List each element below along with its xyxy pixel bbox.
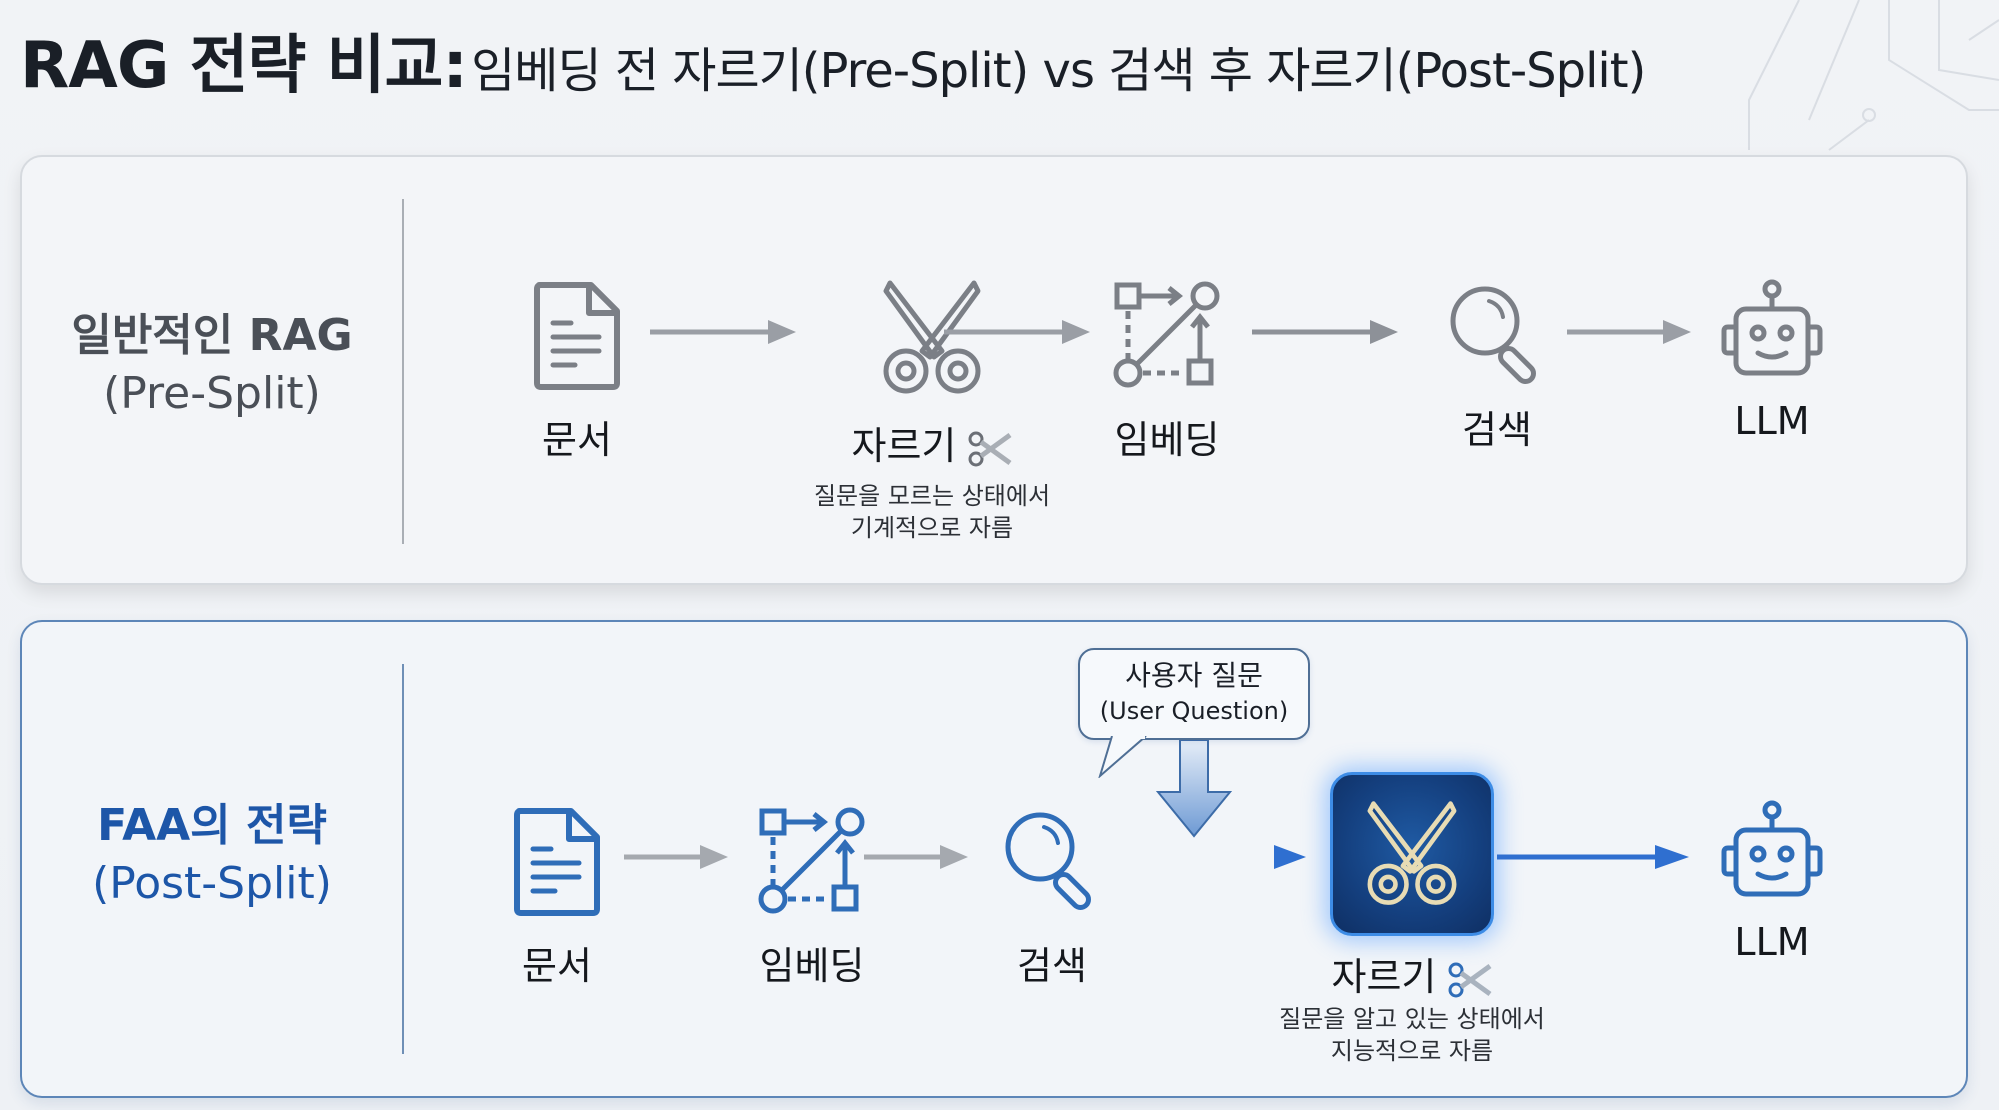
robot-icon xyxy=(1721,800,1823,897)
step-label: 임베딩 xyxy=(759,944,865,988)
user-question-bubble: 사용자 질문 (User Question) xyxy=(1078,648,1310,740)
pre-step-search: 검색 xyxy=(1422,279,1572,454)
user-question-title: 사용자 질문 xyxy=(1125,659,1263,692)
pre-split-title: 일반적인 RAG xyxy=(71,310,353,361)
post-step-cut: 자르기 질문을 알고 있는 상태에서 지능적으로 자름 xyxy=(1222,772,1602,1067)
pre-step-cut: 자르기 질문을 모르는 상태에서 기계적으로 자름 xyxy=(782,279,1082,544)
title-sub: 임베딩 전 자르기(Pre-Split) vs 검색 후 자르기(Post-Sp… xyxy=(471,43,1646,99)
step-desc: 질문을 알고 있는 상태에서 지능적으로 자름 xyxy=(1279,1005,1545,1065)
pre-step-document: 문서 xyxy=(502,279,652,464)
post-split-subtitle: (Post-Split) xyxy=(92,858,332,909)
divider xyxy=(402,664,404,1054)
step-label: 문서 xyxy=(542,418,612,462)
pre-split-label: 일반적인 RAG (Pre-Split) xyxy=(22,307,402,423)
document-icon xyxy=(514,808,600,916)
step-label: 임베딩 xyxy=(1114,418,1220,462)
arrow-right-icon xyxy=(864,845,968,869)
cut-highlight-box xyxy=(1330,772,1494,936)
embedding-icon xyxy=(758,807,865,914)
small-scissors-icon xyxy=(1448,962,1492,997)
post-step-search: 검색 xyxy=(977,805,1127,990)
post-split-title: FAA의 전략 xyxy=(97,800,327,851)
scissors-icon xyxy=(883,280,981,394)
post-step-embedding: 임베딩 xyxy=(737,805,887,990)
arrow-right-icon xyxy=(650,320,796,344)
step-label: 검색 xyxy=(1017,944,1087,988)
step-label: LLM xyxy=(1734,920,1810,964)
pre-step-embedding: 임베딩 xyxy=(1092,279,1242,464)
post-step-llm: LLM xyxy=(1702,800,1842,964)
arrow-right-icon xyxy=(1497,845,1689,869)
title-main: RAG 전략 비교: xyxy=(20,29,468,103)
user-question-subtitle: (User Question) xyxy=(1099,697,1289,725)
post-split-panel: FAA의 전략 (Post-Split) 문서 xyxy=(20,620,1968,1098)
step-label: 자르기 xyxy=(1222,946,1602,1001)
step-label: 검색 xyxy=(1462,408,1532,452)
arrow-right-icon xyxy=(1252,320,1398,344)
small-scissors-icon xyxy=(968,431,1012,466)
step-desc: 질문을 모르는 상태에서 기계적으로 자름 xyxy=(813,482,1051,542)
page-title: RAG 전략 비교: 임베딩 전 자르기(Pre-Split) vs 검색 후 … xyxy=(20,14,1646,106)
document-icon xyxy=(534,282,620,390)
pre-step-llm: LLM xyxy=(1702,279,1842,443)
arrow-right-icon xyxy=(1102,845,1306,869)
step-label: 문서 xyxy=(522,944,592,988)
pre-split-panel: 일반적인 RAG (Pre-Split) 문서 자 xyxy=(20,155,1968,585)
arrow-right-icon xyxy=(624,845,728,869)
post-step-document: 문서 xyxy=(482,805,632,990)
arrow-right-icon xyxy=(944,320,1090,344)
magnifier-icon xyxy=(1005,812,1091,910)
robot-icon xyxy=(1721,279,1823,376)
step-label: LLM xyxy=(1734,399,1810,443)
arrow-right-icon xyxy=(1567,320,1691,344)
divider xyxy=(402,199,404,544)
embedding-icon xyxy=(1113,281,1220,388)
scissors-icon xyxy=(1367,801,1457,905)
bubble-tail xyxy=(1098,736,1147,778)
arrow-down-icon xyxy=(1155,740,1233,838)
post-split-label: FAA의 전략 (Post-Split) xyxy=(22,797,402,913)
magnifier-icon xyxy=(1450,286,1536,384)
step-label: 자르기 xyxy=(782,415,1082,470)
pre-split-subtitle: (Pre-Split) xyxy=(103,368,321,419)
